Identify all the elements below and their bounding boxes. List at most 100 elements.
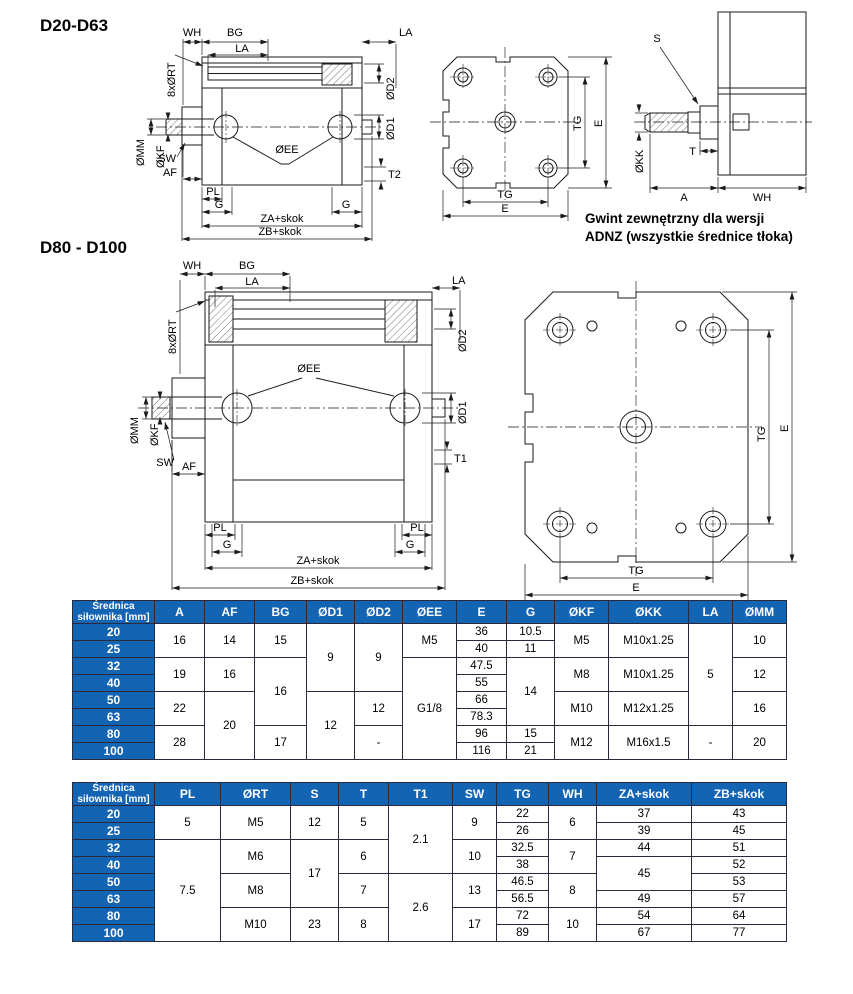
dimension-value: 5 [688, 623, 733, 727]
dimension-value: 12 [306, 691, 355, 761]
row-header-piston-diameter: 32 [72, 657, 155, 676]
column-header: ØEE [402, 599, 457, 625]
dim-label-tg: TG [628, 565, 643, 577]
dimension-value: M5 [220, 805, 291, 841]
dimension-value: 28 [154, 725, 205, 761]
dimension-value: 9 [306, 623, 355, 693]
row-header-piston-diameter: 25 [72, 640, 155, 659]
row-header-piston-diameter: 20 [72, 623, 155, 642]
row-header-piston-diameter: 50 [72, 691, 155, 710]
dimension-value: 6 [338, 839, 389, 875]
row-header-piston-diameter: 100 [72, 924, 155, 943]
dimension-value: 16 [204, 657, 255, 693]
dimension-value: 15 [254, 623, 307, 659]
row-header-piston-diameter: 32 [72, 839, 155, 858]
dim-label-g: G [406, 539, 415, 551]
row-header-piston-diameter: 50 [72, 873, 155, 892]
row-header-piston-diameter: 63 [72, 890, 155, 909]
row-header-piston-diameter: 40 [72, 856, 155, 875]
row-header-piston-diameter: 63 [72, 708, 155, 727]
dimension-value: M10x1.25 [608, 623, 689, 659]
dimension-value: 19 [154, 657, 205, 693]
adnz-thread-note-line1: Gwint zewnętrzny dla wersji [585, 211, 765, 226]
dimension-value: 22 [496, 805, 549, 824]
dimension-value: 7 [338, 873, 389, 909]
corner-header-diameter: Średnica siłownika [mm] [72, 599, 155, 625]
dimension-value: 38 [496, 856, 549, 875]
section-title-d20-d63: D20-D63 [40, 16, 109, 35]
dim-label-zb: ZB+skok [290, 575, 334, 587]
dimension-value: M16x1.5 [608, 725, 689, 761]
dimension-value: 77 [691, 924, 787, 943]
dimension-value: M10 [554, 691, 609, 727]
dimension-value: 46.5 [496, 873, 549, 892]
dimension-value: 20 [732, 725, 787, 761]
column-header: ØKK [608, 599, 689, 625]
dim-label-oee: ØEE [275, 144, 298, 156]
dimension-value: 9 [354, 623, 403, 693]
dim-label-8xort: 8xØRT [166, 62, 178, 97]
dim-label-t: T [689, 146, 696, 158]
dim-label-8xort: 8xØRT [167, 319, 179, 354]
column-header: ØD1 [306, 599, 355, 625]
d80-front-view: TG E TG E [508, 281, 797, 600]
dim-label-la: LA [399, 27, 413, 39]
row-header-piston-diameter: 20 [72, 805, 155, 824]
dimension-value: - [354, 725, 403, 761]
dimension-value: 12 [732, 657, 787, 693]
dimension-value: 45 [691, 822, 787, 841]
dimension-value: M5 [554, 623, 609, 659]
dim-label-omm: ØMM [129, 417, 141, 444]
dimension-value: 13 [452, 873, 497, 909]
dimension-value: 5 [154, 805, 221, 841]
dimension-value: 17 [254, 725, 307, 761]
dimension-value: 10 [452, 839, 497, 875]
d20-section-structure [156, 56, 384, 186]
row-header-piston-diameter: 40 [72, 674, 155, 693]
dimension-value: - [688, 725, 733, 761]
dim-label-bg: BG [227, 27, 243, 39]
dim-label-af: AF [163, 167, 177, 179]
column-header: LA [688, 599, 733, 625]
dim-label-za: ZA+skok [296, 555, 340, 567]
dimension-value: 10 [732, 623, 787, 659]
dimension-value: M10 [220, 907, 291, 943]
dimension-value: 22 [154, 691, 205, 727]
adnz-thread-note: Gwint zewnętrzny dla wersji ADNZ (wszyst… [585, 210, 793, 245]
dim-label-za: ZA+skok [260, 213, 304, 225]
corner-header-diameter: Średnica siłownika [mm] [72, 781, 155, 807]
column-header: WH [548, 781, 597, 807]
dim-label-sw: SW [158, 153, 176, 165]
dim-label-t1: T1 [454, 453, 467, 465]
dim-label-la: LA [452, 275, 466, 287]
dimension-value: 17 [452, 907, 497, 943]
dimension-value: 51 [691, 839, 787, 858]
dim-label-okk: ØKK [634, 149, 646, 173]
dimension-value: 26 [496, 822, 549, 841]
dimension-value: 55 [456, 674, 507, 693]
dim-label-od2: ØD2 [385, 77, 397, 100]
dimension-value: 16 [254, 657, 307, 727]
d80-section-structure [138, 291, 460, 523]
dim-label-tg: TG [497, 189, 512, 201]
row-header-piston-diameter: 80 [72, 907, 155, 926]
column-header: ZA+skok [596, 781, 692, 807]
row-header-piston-diameter: 25 [72, 822, 155, 841]
dimension-value: 43 [691, 805, 787, 824]
dim-label-af: AF [182, 461, 196, 473]
dimension-value: 39 [596, 822, 692, 841]
dimension-value: M6 [220, 839, 291, 875]
dimension-value: 6 [548, 805, 597, 841]
column-header: ZB+skok [691, 781, 787, 807]
d20-front-view: TG E TG E [430, 47, 612, 221]
dimension-value: 8 [548, 873, 597, 909]
dimension-value: M12 [554, 725, 609, 761]
column-header: G [506, 599, 555, 625]
column-header: ØMM [732, 599, 787, 625]
d80-section-dimensions: WH BG LA LA 8xØRT ØMM ØKF SW AF ØEE ØD2 … [129, 260, 469, 591]
dimension-value: 72 [496, 907, 549, 926]
d20-section-dimensions: WH BG LA LA 8xØRT ØMM ØKF SW AF ØEE ØD2 … [135, 27, 413, 242]
dimension-value: 2.6 [388, 873, 453, 943]
